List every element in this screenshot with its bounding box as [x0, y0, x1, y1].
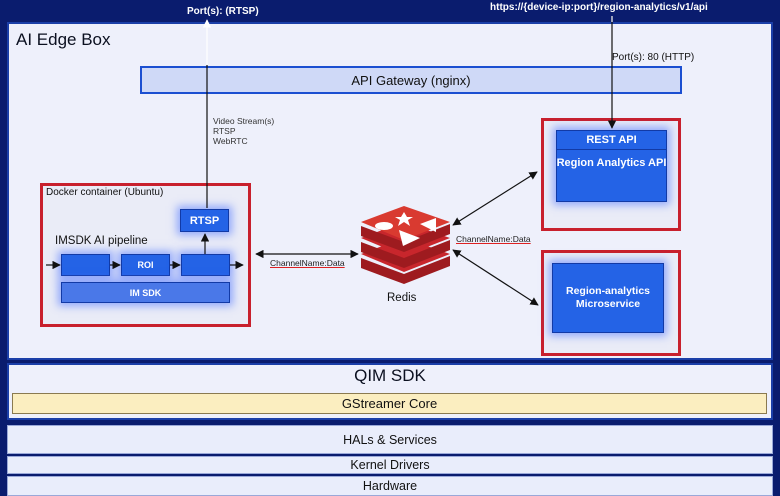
rtsp-server-box: RTSP [180, 209, 229, 232]
gstreamer-core-bar: GStreamer Core [12, 393, 767, 414]
redis-microservice-link [452, 249, 539, 306]
roi-label: ROI [137, 260, 154, 270]
hardware-layer: Hardware [7, 476, 773, 496]
pipeline-label: IMSDK AI pipeline [55, 235, 148, 247]
ai-edge-box-title: AI Edge Box [16, 30, 111, 49]
http-port-label: Port(s): 80 (HTTP) [612, 52, 695, 63]
qim-sdk-title: QIM SDK [354, 366, 426, 385]
microservice-label: Region-analytics Microservice [565, 285, 651, 310]
video-stream-label: Video Stream(s) [213, 116, 275, 126]
hals-label: HALs & Services [343, 432, 437, 447]
im-sdk-label: IM SDK [129, 287, 162, 298]
rtsp-box-label: RTSP [189, 214, 220, 227]
redis-label: Redis [387, 292, 417, 304]
channel-label-right: ChannelName:Data [456, 234, 531, 244]
channel-label-left: ChannelName:Data [270, 258, 345, 268]
rest-api-title: REST API [556, 130, 667, 150]
pipeline-stage-roi: ROI [121, 254, 170, 276]
hals-services-layer: HALs & Services [7, 425, 773, 454]
pipeline-stage-output [181, 254, 230, 276]
webrtc-stream-label: WebRTC [213, 136, 248, 146]
region-analytics-api-label: Region Analytics API [556, 157, 667, 169]
redis-logo-icon [361, 206, 450, 284]
rtsp-port-label: Port(s): (RTSP) [187, 6, 259, 17]
api-url-label: https://{device-ip:port}/region-analytic… [490, 2, 708, 13]
hardware-label: Hardware [362, 479, 418, 493]
rtsp-stream-label: RTSP [213, 126, 236, 136]
region-analytics-microservice-box: Region-analytics Microservice [552, 263, 664, 333]
im-sdk-bar: IM SDK [61, 282, 230, 303]
gstreamer-label: GStreamer Core [341, 396, 438, 411]
kernel-label: Kernel Drivers [350, 458, 430, 472]
rest-api-box [556, 130, 667, 202]
api-gateway-bar: API Gateway (nginx) [140, 66, 682, 94]
api-gateway-label: API Gateway (nginx) [351, 72, 471, 88]
redis-rest-link [452, 171, 538, 226]
kernel-drivers-layer: Kernel Drivers [7, 456, 773, 474]
docker-container-label: Docker container (Ubuntu) [46, 187, 164, 198]
pipeline-stage-input [61, 254, 110, 276]
